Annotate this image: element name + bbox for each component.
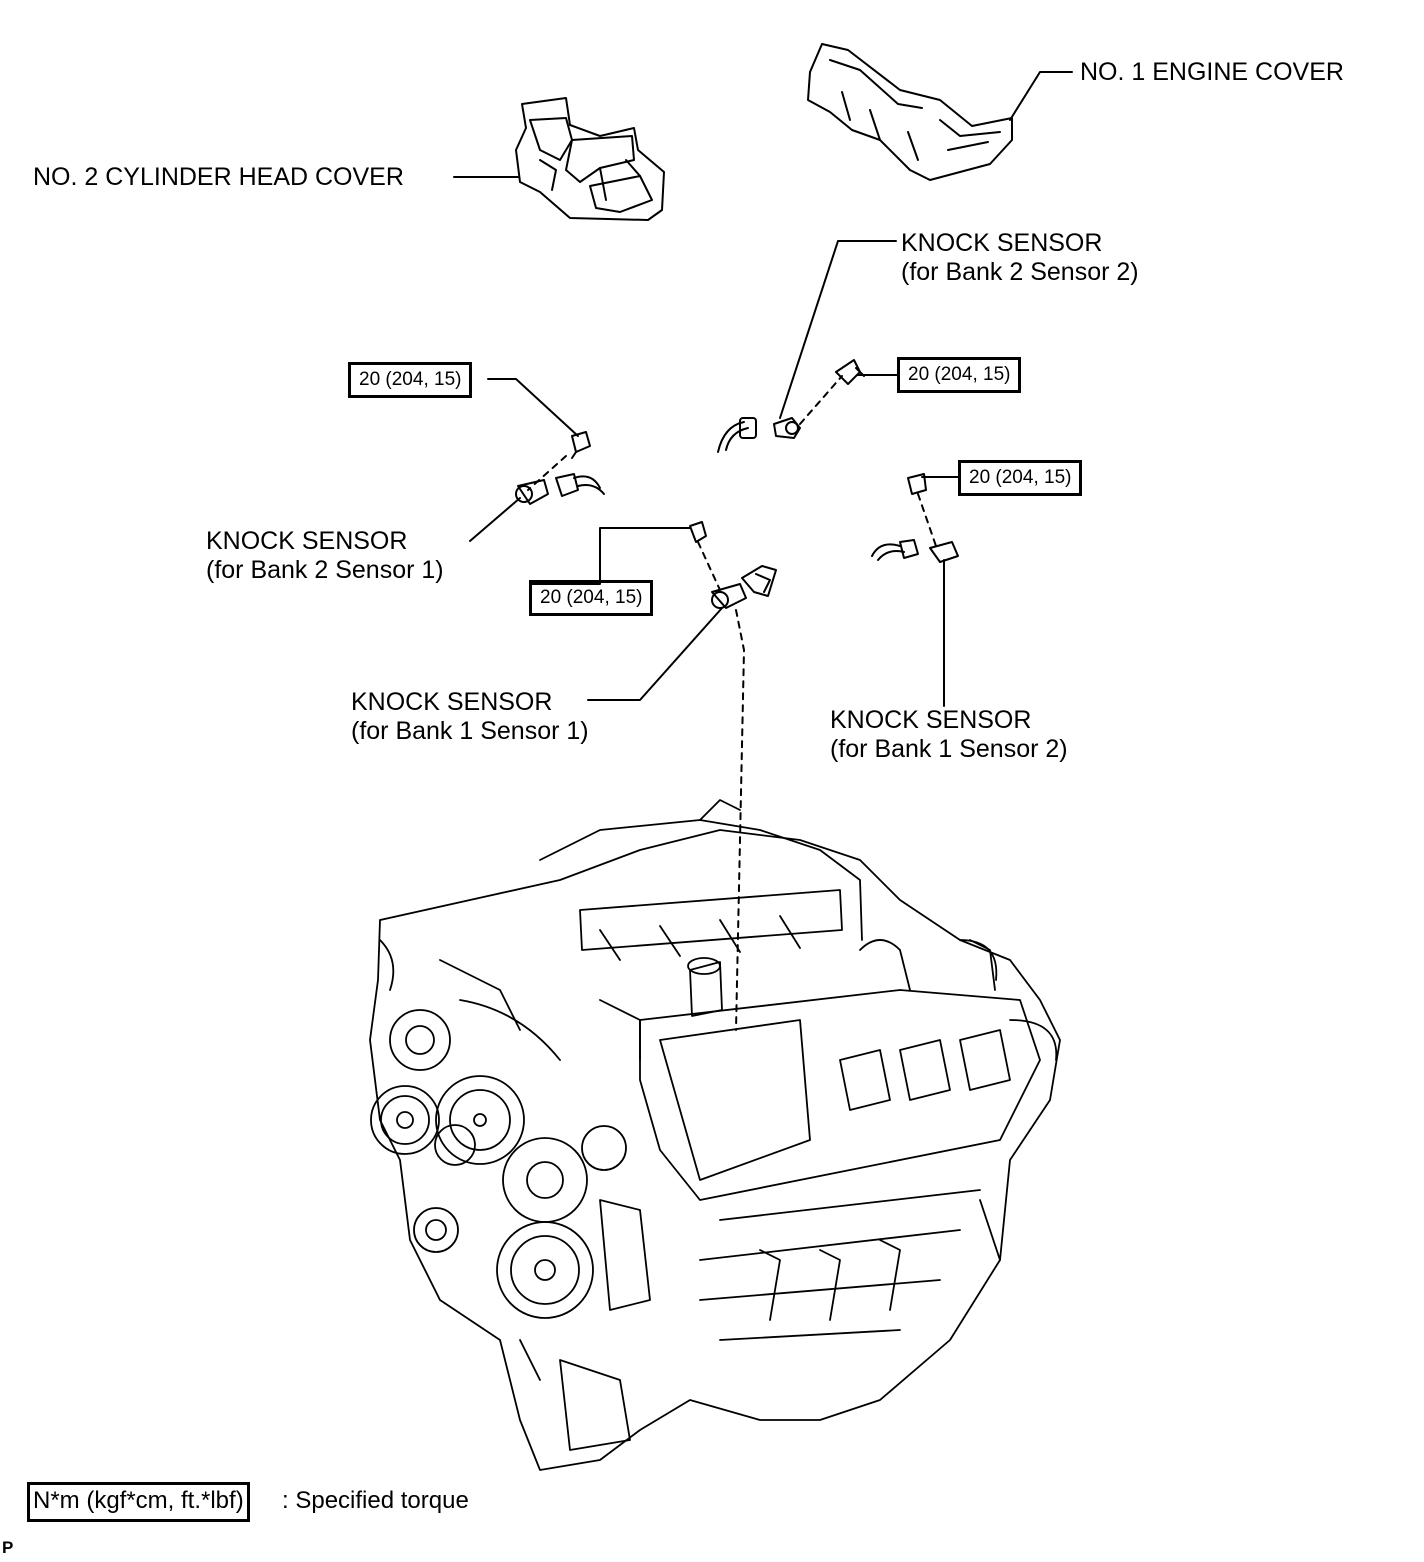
torque-spec-b2s2-bolt: 20 (204, 15) [897, 357, 1022, 393]
label-knock-sensor-b2s2-line1: KNOCK SENSOR [901, 229, 1103, 257]
label-knock-sensor-b2s1: KNOCK SENSOR (for Bank 2 Sensor 1) [206, 527, 444, 585]
label-knock-sensor-b1s2-line1: KNOCK SENSOR [830, 706, 1032, 734]
label-knock-sensor-b1s1-line2: (for Bank 1 Sensor 1) [351, 717, 589, 745]
leader-torque-b2s1 [487, 378, 579, 437]
label-knock-sensor-b1s2: KNOCK SENSOR (for Bank 1 Sensor 2) [830, 706, 1068, 764]
label-knock-sensor-b2s2: KNOCK SENSOR (for Bank 2 Sensor 2) [901, 229, 1139, 287]
engine-assembly-drawing [369, 799, 1061, 1471]
knock-sensor-b1s2-drawing [871, 473, 959, 563]
no1-engine-cover-drawing [807, 43, 1013, 181]
torque-spec-b1s2-bolt: 20 (204, 15) [958, 460, 1083, 496]
leader-no1-cover [1009, 71, 1073, 121]
label-knock-sensor-b2s2-line2: (for Bank 2 Sensor 2) [901, 258, 1139, 286]
knock-sensor-b2s1-drawing [515, 431, 605, 505]
leader-torque-b1s1 [529, 527, 691, 585]
label-knock-sensor-b1s1-line1: KNOCK SENSOR [351, 688, 553, 716]
label-no2-cylinder-head-cover: NO. 2 CYLINDER HEAD COVER [33, 163, 404, 191]
knock-sensor-b2s2-drawing [717, 359, 865, 453]
leader-knock-b2s1 [469, 497, 521, 542]
label-knock-sensor-b1s1: KNOCK SENSOR (for Bank 1 Sensor 1) [351, 688, 589, 746]
leader-knock-b2s2 [779, 240, 897, 419]
label-knock-sensor-b2s1-line1: KNOCK SENSOR [206, 527, 408, 555]
page-mark: P [2, 1538, 14, 1557]
legend-unit-box: N*m (kgf*cm, ft.*lbf) [27, 1482, 250, 1522]
label-no1-engine-cover: NO. 1 ENGINE COVER [1080, 58, 1344, 86]
install-path-b1s1 [735, 609, 745, 1031]
no2-cylinder-head-cover-drawing [515, 97, 665, 221]
knock-sensor-b1s1-drawing [689, 521, 777, 609]
torque-spec-b1s1-bolt: 20 (204, 15) [529, 580, 654, 616]
torque-spec-b2s1-bolt: 20 (204, 15) [348, 362, 473, 398]
leader-knock-b1s1 [587, 607, 723, 701]
label-knock-sensor-b2s1-line2: (for Bank 2 Sensor 1) [206, 556, 444, 584]
label-knock-sensor-b1s2-line2: (for Bank 1 Sensor 2) [830, 735, 1068, 763]
legend-description: : Specified torque [282, 1487, 469, 1514]
